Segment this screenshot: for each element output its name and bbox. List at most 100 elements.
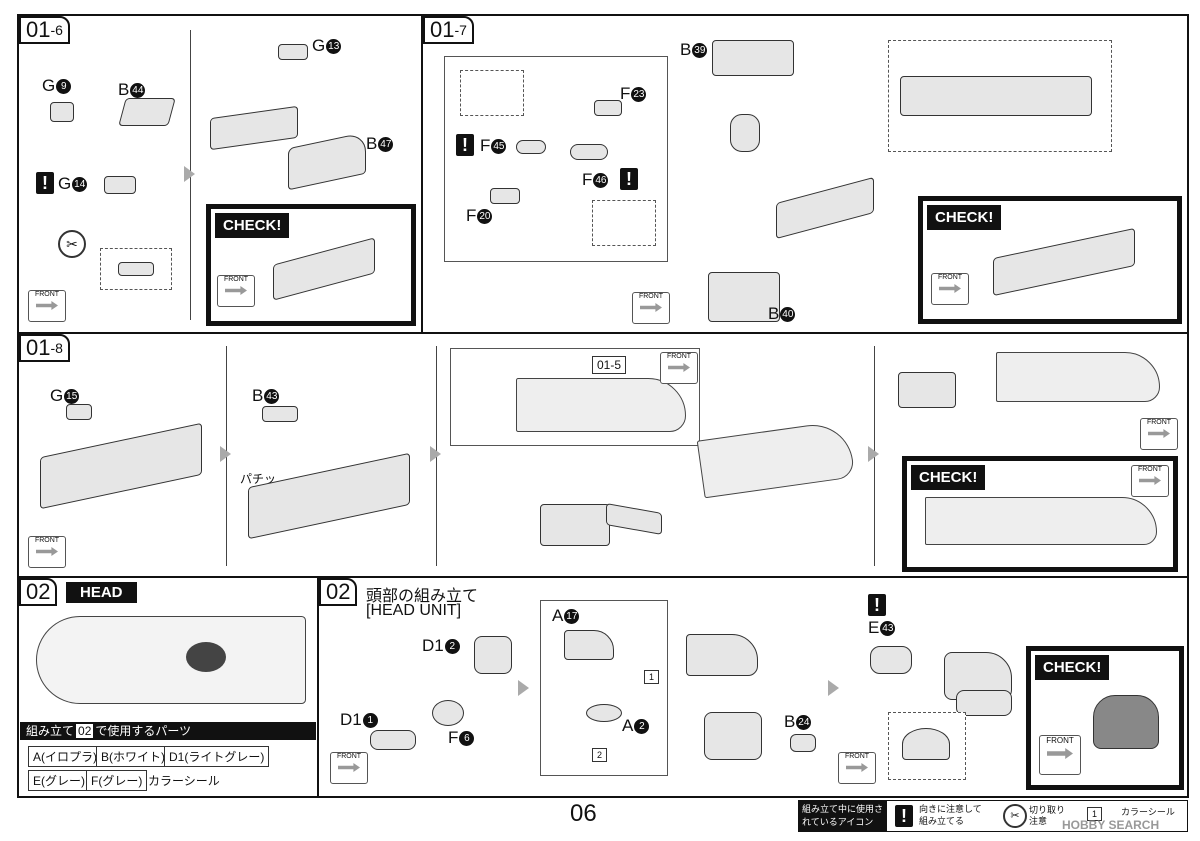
part-f6 (432, 700, 464, 726)
reference-step-label: 01-5 (592, 356, 627, 374)
part-g9 (50, 102, 74, 122)
part-e43-detail (902, 728, 950, 760)
head-visor (686, 634, 758, 676)
legend-seal-text: カラーシール (1121, 807, 1175, 817)
step-02-number: 02 (19, 578, 58, 606)
front-icon: FRONT (217, 275, 255, 307)
warning-icon: ! (456, 134, 474, 156)
next-step-arrow (828, 680, 839, 696)
check-box: CHECK! FRONT (918, 196, 1182, 324)
seal-1: 1 (644, 670, 660, 684)
front-icon: FRONT (632, 292, 670, 324)
part-g14 (104, 176, 136, 194)
detail-f-small-1 (460, 70, 524, 116)
seal-inset (540, 600, 668, 776)
front-icon: FRONT (1140, 418, 1178, 450)
head-lower (956, 690, 1012, 716)
part-a2 (586, 704, 622, 722)
legend-seal-icon: 1 (1087, 807, 1103, 821)
front-icon: FRONT (330, 752, 368, 784)
legend-title: 組み立て中に使用されているアイコン (799, 801, 887, 831)
next-step-arrow (868, 446, 879, 462)
part-b24 (790, 734, 816, 752)
part-d1-2 (474, 636, 512, 674)
joint-part (730, 114, 760, 152)
part-g14-detail (118, 262, 154, 276)
front-icon: FRONT (1131, 465, 1169, 497)
check-assembly (993, 227, 1135, 297)
watermark: HOBBY SEARCH (1062, 818, 1160, 832)
head-highlight (186, 642, 226, 672)
color-seal-label: カラーシール (148, 774, 220, 788)
front-icon: FRONT (660, 352, 698, 384)
front-icon: FRONT (28, 536, 66, 568)
warning-icon: ! (620, 168, 638, 190)
intake-part (540, 504, 610, 546)
next-step-arrow (184, 166, 195, 182)
fuselage-part (996, 352, 1160, 402)
legend-warning-text: 向きに注意して組み立てる (919, 804, 982, 826)
head-location-diagram (36, 616, 306, 704)
part-b44 (118, 98, 176, 126)
part-f23 (594, 100, 622, 116)
next-step-arrow (220, 446, 231, 462)
part-b39 (712, 40, 794, 76)
parts-tag-f: F(グレー) (86, 770, 148, 791)
icon-legend: 組み立て中に使用されているアイコン ! 向きに注意して組み立てる ✂ 切り取り注… (798, 800, 1188, 832)
check-box: CHECK! FRONT (1026, 646, 1184, 790)
step-02-head-number: 02 (319, 578, 358, 606)
legend-warning-icon: ! (895, 805, 913, 827)
part-g15 (66, 404, 92, 420)
step-01-6-number: 01-6 (19, 16, 70, 44)
check-head (1093, 695, 1159, 749)
front-icon: FRONT (931, 273, 969, 305)
part-b43 (262, 406, 298, 422)
head-title-en: [HEAD UNIT] (366, 602, 462, 619)
front-icon: FRONT (1039, 735, 1081, 775)
fuselage-reference (516, 378, 686, 432)
part-g13 (278, 44, 308, 60)
warning-icon: ! (868, 594, 886, 616)
head-base (704, 712, 762, 760)
page-number: 06 (570, 800, 597, 827)
part-f45 (516, 140, 546, 154)
check-assembly (925, 497, 1157, 545)
part-f20 (490, 188, 520, 204)
part-b40 (708, 272, 780, 322)
warning-icon: ! (36, 172, 54, 194)
detail-inset (100, 248, 172, 290)
part-f46 (570, 144, 608, 160)
front-icon: FRONT (838, 752, 876, 784)
intake-part (898, 372, 956, 408)
top-view-part (900, 76, 1092, 116)
check-box: CHECK! FRONT (902, 456, 1178, 572)
detail-inset (888, 712, 966, 780)
legend-cut-icon: ✂ (1003, 804, 1027, 828)
part-a17 (564, 630, 614, 660)
seal-2: 2 (592, 748, 608, 762)
front-icon: FRONT (28, 290, 66, 322)
parts-tag-d1: D1(ライトグレー) (164, 746, 270, 767)
check-box: CHECK! FRONT (206, 204, 416, 326)
legend-cut-text: 切り取り注意 (1029, 805, 1066, 826)
next-step-arrow (518, 680, 529, 696)
